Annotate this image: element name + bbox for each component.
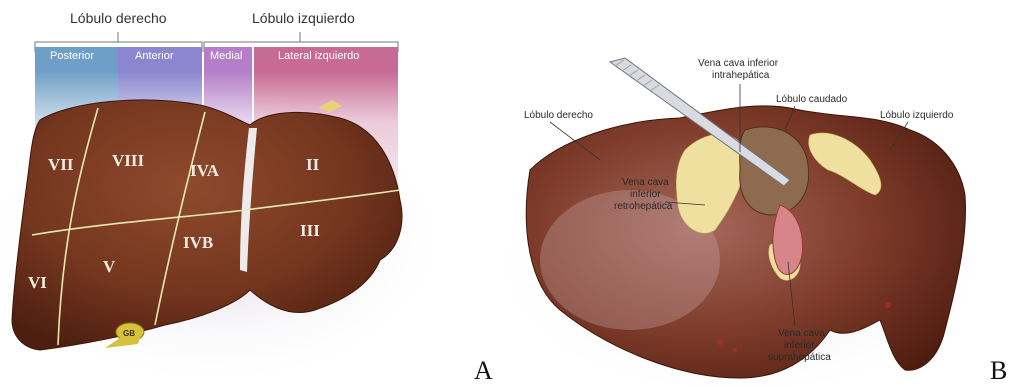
- liver-caudate-illustration: Lóbulo derecho Vena cava inferior intrah…: [490, 0, 1000, 387]
- segment-iva: IVA: [190, 161, 220, 180]
- label-ivc-retro-1: Vena cava: [622, 177, 669, 188]
- label-ivc-retro-3: retrohepática: [614, 201, 673, 212]
- label-left-lobe: Lóbulo izquierdo: [880, 110, 954, 121]
- label-ivc-intra-2: intrahepática: [712, 70, 770, 81]
- label-ivc-supra-2: inferior: [784, 340, 815, 351]
- segment-v: V: [103, 257, 116, 276]
- liver-segments-illustration: VII VIII IVA II VI V IVB III GB: [0, 0, 470, 387]
- gallbladder-label: GB: [123, 329, 135, 338]
- segment-ii: II: [306, 155, 320, 174]
- segment-viii: VIII: [112, 151, 145, 170]
- label-ivc-retro-2: inferior: [630, 189, 661, 200]
- segment-vi: VI: [28, 273, 47, 292]
- label-ivc-supra-1: Vena cava: [778, 328, 825, 339]
- segment-ivb: IVB: [183, 233, 213, 252]
- label-ivc-intra-1: Vena cava inferior: [698, 58, 779, 69]
- panel-b-caudate: Lóbulo derecho Vena cava inferior intrah…: [490, 0, 1000, 387]
- panel-letter-b: B: [990, 356, 1007, 386]
- panel-a-segments: Lóbulo derecho Lóbulo izquierdo Posterio…: [0, 0, 470, 387]
- label-caudate-lobe: Lóbulo caudado: [776, 94, 848, 105]
- segment-vii: VII: [48, 155, 74, 174]
- label-ivc-supra-3: suprahepática: [768, 352, 831, 363]
- segment-iii: III: [300, 221, 320, 240]
- label-right-lobe: Lóbulo derecho: [524, 110, 593, 121]
